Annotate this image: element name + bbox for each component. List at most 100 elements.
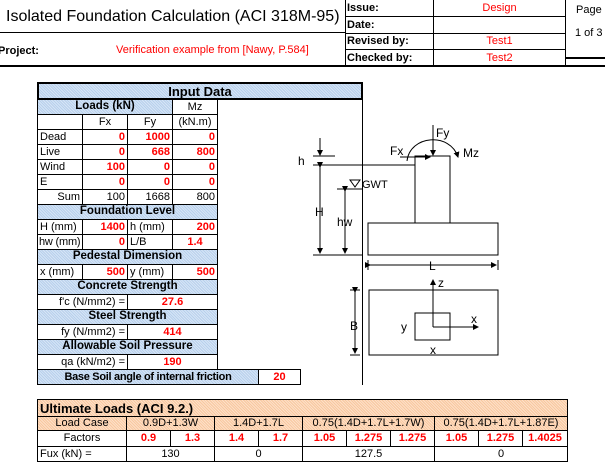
- fy-header: Fy: [127, 114, 173, 130]
- factor[interactable]: 1.05: [434, 430, 479, 447]
- fc-value[interactable]: 27.6: [127, 294, 218, 310]
- factor[interactable]: 1.275: [390, 430, 435, 447]
- H-label: H: [315, 205, 324, 219]
- dead-mz[interactable]: 0: [172, 129, 218, 145]
- divider: [0, 65, 605, 67]
- footing-shape: [367, 222, 499, 256]
- h-label: h: [298, 154, 305, 168]
- load-case: 0.75(1.4D+1.7L+1.7W): [302, 416, 435, 431]
- load-case: 0.9D+1.3W: [126, 416, 215, 431]
- fy-value[interactable]: 414: [127, 324, 218, 340]
- ultimate-loads-header: Ultimate Loads (ACI 9.2.): [37, 399, 568, 417]
- divider: [565, 57, 605, 59]
- hw-value[interactable]: 0: [82, 234, 128, 250]
- fx-header: Fx: [82, 114, 128, 130]
- H-label: H (mm): [37, 219, 83, 235]
- live-fx[interactable]: 0: [82, 144, 128, 160]
- qa-value[interactable]: 190: [127, 354, 218, 370]
- revised-value[interactable]: Test1: [433, 33, 566, 50]
- mz-header: Mz: [172, 99, 218, 115]
- row-label: E: [37, 174, 83, 190]
- y-label: y: [401, 320, 407, 334]
- live-mz[interactable]: 800: [172, 144, 218, 160]
- factor[interactable]: 1.275: [478, 430, 523, 447]
- B-label: B: [350, 319, 358, 333]
- fy-label: Fy: [436, 126, 449, 140]
- project-label: Project:: [0, 45, 39, 57]
- e-fx[interactable]: 0: [82, 174, 128, 190]
- page-value: 1 of 3: [575, 27, 603, 39]
- page-label: Page: [576, 4, 602, 16]
- report-title: Isolated Foundation Calculation (ACI 318…: [6, 8, 340, 25]
- x-label: x (mm): [37, 264, 83, 280]
- steel-header: Steel Strength: [37, 309, 218, 325]
- row-label: Wind: [37, 159, 83, 175]
- divider: [0, 32, 345, 33]
- checked-label: Checked by:: [345, 49, 434, 66]
- lb-value[interactable]: 1.4: [172, 234, 218, 250]
- wind-fy[interactable]: 0: [127, 159, 173, 175]
- x-value[interactable]: 500: [82, 264, 128, 280]
- factor[interactable]: 1.7: [258, 430, 303, 447]
- row-label: Dead: [37, 129, 83, 145]
- live-fy[interactable]: 668: [127, 144, 173, 160]
- input-frame: [37, 99, 363, 385]
- concrete-header: Concrete Strength: [37, 279, 218, 295]
- sum-fx: 100: [82, 189, 128, 205]
- foundation-level-header: Foundation Level: [37, 204, 218, 220]
- y-label: y (mm): [127, 264, 173, 280]
- factor[interactable]: 1.4: [214, 430, 259, 447]
- mz-unit: (kN.m): [172, 114, 218, 130]
- fy-label: fy (N/mm2) =: [37, 324, 128, 340]
- issue-value[interactable]: Design: [433, 0, 566, 17]
- date-value[interactable]: [433, 16, 566, 34]
- load-case: 1.4D+1.7L: [214, 416, 303, 431]
- x-dim-label: x: [430, 343, 436, 357]
- issue-label: Issue:: [345, 0, 434, 17]
- dead-fy[interactable]: 1000: [127, 129, 173, 145]
- pedestal-header: Pedestal Dimension: [37, 249, 218, 265]
- row-label: Live: [37, 144, 83, 160]
- fx-label: Fx: [390, 144, 403, 158]
- H-value[interactable]: 1400: [82, 219, 128, 235]
- factor[interactable]: 1.275: [346, 430, 391, 447]
- date-label: Date:: [345, 16, 434, 34]
- factor[interactable]: 1.4025: [522, 430, 568, 447]
- factors-label: Factors: [37, 430, 127, 447]
- e-mz[interactable]: 0: [172, 174, 218, 190]
- load-case-label: Load Case: [37, 416, 127, 431]
- hw-label: hw: [337, 215, 353, 229]
- z-label: z: [438, 276, 444, 290]
- qa-label: qa (kN/m2) =: [37, 354, 128, 370]
- wind-mz[interactable]: 0: [172, 159, 218, 175]
- pedestal-shape: [414, 155, 451, 224]
- y-value[interactable]: 500: [172, 264, 218, 280]
- dead-fx[interactable]: 0: [82, 129, 128, 145]
- fc-label: f'c (N/mm2) =: [37, 294, 128, 310]
- h-label: h (mm): [127, 219, 173, 235]
- input-data-header: Input Data: [37, 82, 363, 100]
- factor[interactable]: 0.9: [126, 430, 171, 447]
- wind-fx[interactable]: 100: [82, 159, 128, 175]
- mz-label: Mz: [463, 146, 479, 160]
- foundation-diagram: h H hw GWT Fx Fy Mz L B z x y x: [298, 125, 499, 357]
- sum-label: Sum: [37, 189, 83, 205]
- friction-label: Base Soil angle of internal friction: [37, 369, 259, 385]
- e-fy[interactable]: 0: [127, 174, 173, 190]
- L-label: L: [429, 259, 436, 273]
- hw-label: hw (mm): [37, 234, 83, 250]
- gwt-triangle-icon: [349, 179, 361, 188]
- project-value: Verification example from [Nawy, P.584]: [116, 44, 309, 56]
- friction-value[interactable]: 20: [258, 369, 301, 385]
- soil-header: Allowable Soil Pressure: [37, 339, 218, 355]
- checked-value[interactable]: Test2: [433, 49, 566, 66]
- h-value[interactable]: 200: [172, 219, 218, 235]
- sum-fy: 1668: [127, 189, 173, 205]
- load-case: 0.75(1.4D+1.7L+1.87E): [434, 416, 568, 431]
- lb-label: L/B: [127, 234, 173, 250]
- factor[interactable]: 1.3: [170, 430, 215, 447]
- x-axis-label: x: [471, 312, 477, 326]
- blank-cell: [37, 114, 83, 130]
- loads-header: Loads (kN): [37, 99, 173, 115]
- factor[interactable]: 1.05: [302, 430, 347, 447]
